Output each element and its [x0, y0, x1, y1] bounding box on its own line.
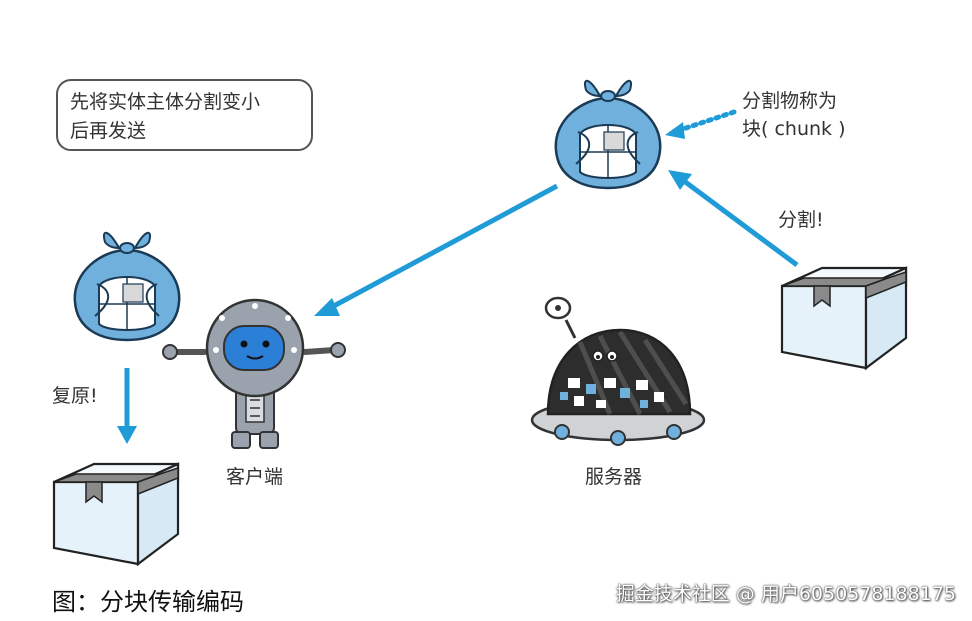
split-arrow	[678, 175, 799, 268]
restore-label: 复原!	[52, 385, 98, 407]
chunk-bundle-top	[554, 79, 662, 190]
chunk-label-line1: 分割物称为	[742, 90, 837, 112]
restored-box	[52, 462, 180, 566]
chunk-bundle-left	[73, 231, 181, 342]
source-box	[780, 266, 908, 370]
chunk-label-line2: 块( chunk )	[742, 118, 845, 140]
split-label: 分割!	[778, 209, 824, 231]
note-box	[56, 79, 313, 151]
figure-caption: 图：分块传输编码	[52, 588, 244, 616]
note-box-line2: 后再发送	[70, 120, 146, 142]
chunk-dotted-arrow	[677, 109, 737, 133]
client-robot	[162, 298, 346, 449]
watermark: 掘金技术社区 @ 用户6050578188175	[615, 583, 956, 605]
server-label: 服务器	[585, 466, 642, 488]
server-dome	[530, 296, 706, 446]
note-box-line1: 先将实体主体分割变小	[70, 91, 260, 113]
client-label: 客户端	[226, 466, 283, 488]
send-arrow	[328, 183, 559, 311]
